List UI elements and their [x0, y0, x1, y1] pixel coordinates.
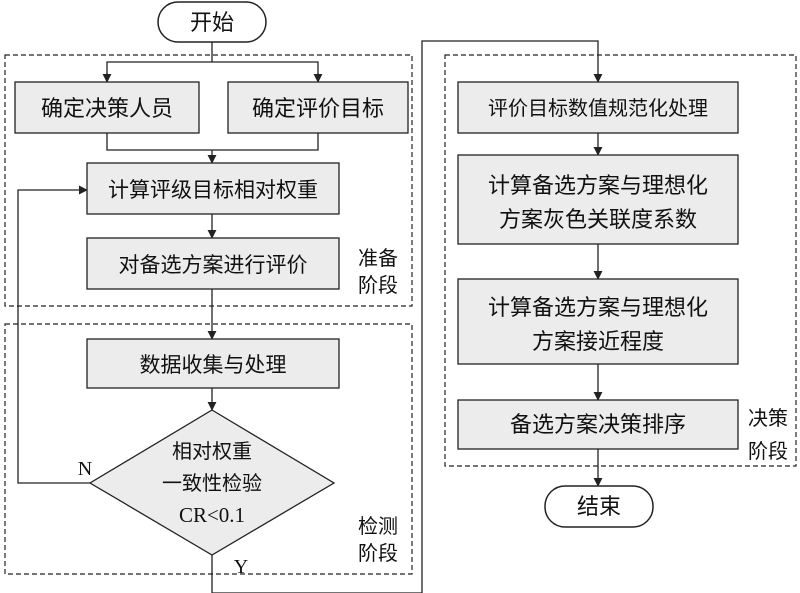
decision-line3: CR<0.1 [179, 503, 245, 527]
decide-stage-label-line2: 阶段 [748, 439, 788, 463]
decision-line2: 一致性检验 [162, 471, 262, 495]
prep-stage-frame [4, 54, 413, 307]
normalize-box [457, 81, 739, 134]
collect-box [86, 338, 340, 389]
end-terminal [544, 485, 654, 528]
collect-label: 数据收集与处理 [140, 353, 287, 377]
grey-relation-box [457, 154, 739, 245]
start-label: 开始 [190, 11, 234, 36]
connector-merge [106, 133, 319, 151]
decide-stage-frame [444, 54, 797, 467]
closeness-box [457, 278, 739, 365]
goal-label: 确定评价目标 [252, 97, 384, 122]
personnel-label: 确定决策人员 [41, 97, 173, 122]
yes-branch-label: Y [234, 556, 248, 578]
start-terminal [157, 1, 267, 43]
detect-stage-frame [4, 323, 413, 575]
personnel-box [14, 81, 200, 134]
end-label: 结束 [577, 495, 621, 520]
normalize-label: 评价目标数值规范化处理 [488, 96, 708, 120]
connector-no-loop [17, 185, 90, 484]
weights-label: 计算评级目标相对权重 [108, 178, 318, 202]
weights-box [86, 162, 340, 215]
decision-line1: 相对权重 [172, 439, 252, 463]
connector-split [106, 61, 319, 82]
detect-stage-label-line1: 检测 [358, 514, 398, 538]
prep-stage-label-line1: 准备 [358, 246, 398, 270]
goal-box [227, 81, 409, 134]
grey-relation-line1: 计算备选方案与理想化 [488, 174, 708, 199]
decide-stage-label-line1: 决策 [748, 406, 788, 430]
consistency-decision [88, 409, 336, 556]
evaluate-label: 对备选方案进行评价 [119, 253, 308, 277]
rank-label: 备选方案决策排序 [510, 413, 686, 438]
detect-stage-label-line2: 阶段 [358, 541, 398, 565]
closeness-line1: 计算备选方案与理想化 [488, 296, 708, 321]
evaluate-box [86, 237, 340, 290]
no-branch-label: N [78, 458, 92, 480]
grey-relation-line2: 方案灰色关联度系数 [499, 208, 697, 233]
connector-yes-to-decide [211, 40, 603, 593]
prep-stage-label-line2: 阶段 [358, 273, 398, 297]
rank-box [457, 399, 739, 450]
closeness-line2: 方案接近程度 [532, 330, 664, 355]
